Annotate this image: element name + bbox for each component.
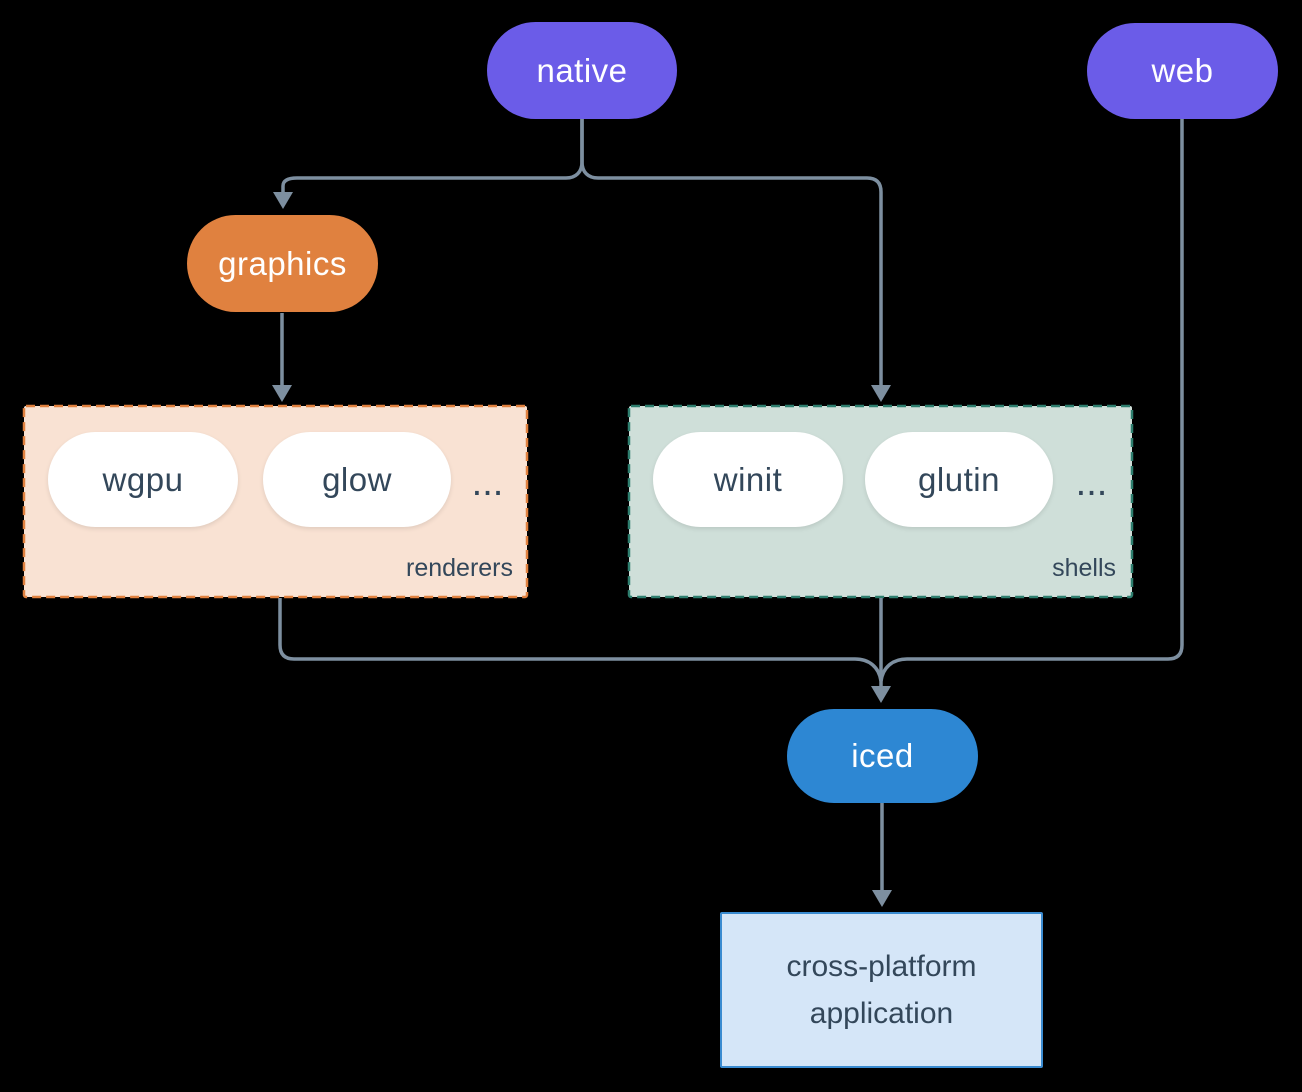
node-iced: iced — [787, 709, 978, 803]
app-label-line2: application — [809, 997, 954, 1030]
node-wgpu: wgpu — [48, 432, 238, 527]
edge-native-to-graphics — [281, 119, 584, 193]
edge-renderers-to-iced — [278, 598, 883, 682]
shells-ellipsis: ... — [1064, 442, 1119, 502]
node-graphics-label: graphics — [218, 244, 347, 282]
node-graphics: graphics — [187, 215, 378, 312]
arrowhead-renderers — [272, 385, 292, 402]
arrowhead-iced — [871, 686, 891, 703]
node-iced-label: iced — [851, 737, 914, 774]
node-native: native — [487, 22, 677, 119]
edge-native-to-shells — [580, 119, 883, 385]
renderers-ellipsis-text: ... — [471, 462, 504, 504]
node-glutin: glutin — [865, 432, 1053, 527]
group-renderers-label-text: renderers — [406, 554, 513, 582]
arrowhead-shells — [871, 385, 891, 402]
renderers-ellipsis: ... — [460, 442, 515, 502]
node-native-label: native — [536, 51, 628, 89]
group-shells-border — [627, 404, 1134, 599]
node-wgpu-label: wgpu — [102, 460, 184, 498]
edge-web-to-iced — [879, 119, 1184, 682]
app-label-line1: cross-platform — [786, 950, 977, 983]
node-web: web — [1087, 23, 1278, 119]
group-shells-label: shells — [629, 554, 1116, 583]
group-renderers-border — [22, 404, 529, 599]
node-cross-platform-application: cross-platform application — [720, 912, 1043, 1068]
node-winit: winit — [653, 432, 843, 527]
node-glow-label: glow — [322, 460, 392, 498]
node-glow: glow — [263, 432, 451, 527]
arrowhead-app — [872, 890, 892, 907]
group-shells-label-text: shells — [1052, 554, 1116, 582]
node-winit-label: winit — [713, 460, 783, 498]
shells-ellipsis-text: ... — [1075, 462, 1108, 504]
group-renderers-label: renderers — [24, 554, 513, 583]
arrowhead-graphics — [273, 192, 293, 209]
node-web-label: web — [1151, 52, 1214, 89]
node-glutin-label: glutin — [918, 460, 1000, 498]
